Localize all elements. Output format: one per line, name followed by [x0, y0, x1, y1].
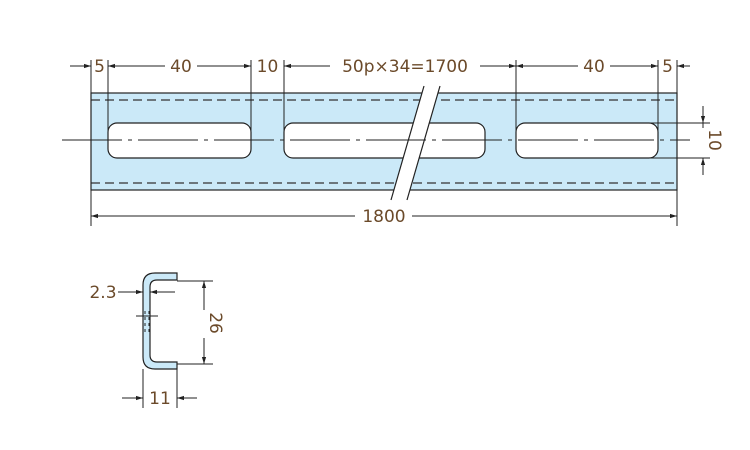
dim-pitch: 50p×34=1700 [342, 57, 468, 77]
dim-height: 26 [205, 312, 225, 334]
dim-thickness: 2.3 [89, 283, 116, 303]
dim-total-length: 1800 [362, 207, 405, 227]
dim-slot-length-right: 40 [583, 57, 605, 77]
plan-view: 5 40 10 50p×34=1700 40 5 1800 10 [62, 57, 724, 227]
section-view: 2.3 26 11 [89, 272, 225, 409]
channel-profile [142, 272, 178, 370]
break-line-1 [390, 85, 425, 201]
dim-slot-width: 10 [704, 129, 724, 151]
extension-lines [90, 60, 710, 226]
dim-left-margin: 5 [94, 57, 105, 77]
dim-slot-length-left: 40 [170, 57, 192, 77]
dim-flange-width: 11 [149, 389, 171, 409]
dim-right-margin: 5 [662, 57, 673, 77]
dim-gap: 10 [257, 57, 279, 77]
break-gap [391, 86, 440, 200]
break-line-2 [406, 85, 441, 201]
